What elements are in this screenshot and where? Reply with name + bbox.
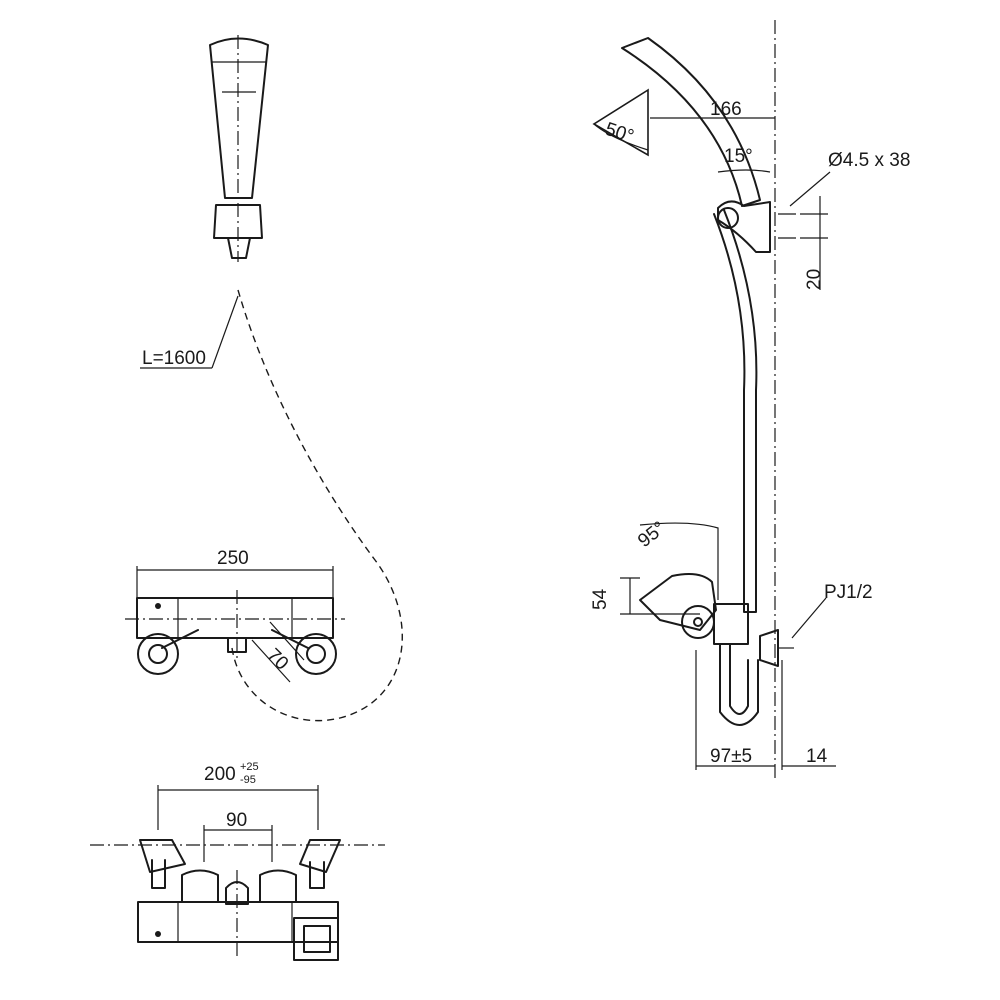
- wall-offset-label: 97±5: [710, 746, 752, 767]
- hand-shower-front-view: [209, 35, 269, 262]
- inlet-90-label: 90: [226, 810, 247, 831]
- flange-depth-label: 14: [806, 746, 828, 767]
- mixer-front-view: [125, 566, 345, 683]
- handle-offset-label: 70: [262, 645, 292, 675]
- screw-spec-label: Ø4.5 x 38: [828, 150, 910, 171]
- mixer-top-view: [90, 785, 385, 961]
- hose-leader: [211, 295, 239, 369]
- shower-set-side-view: [592, 20, 836, 780]
- rail-depth-label: 166: [710, 99, 742, 120]
- body-length-label: 250: [217, 548, 249, 569]
- pipe-thread-label: PJ1/2: [824, 582, 873, 603]
- rail-angle-label: 15°: [724, 146, 753, 167]
- inlet-tolerance-plus: +25: [240, 761, 259, 773]
- hose-length-label: L=1600: [142, 348, 206, 369]
- inlet-tolerance-minus: -95: [240, 774, 256, 786]
- screw-pitch-label: 20: [804, 269, 825, 290]
- hose-path: [231, 289, 403, 722]
- inlet-spacing-label: 200: [204, 764, 236, 785]
- handle-height-label: 54: [590, 588, 611, 610]
